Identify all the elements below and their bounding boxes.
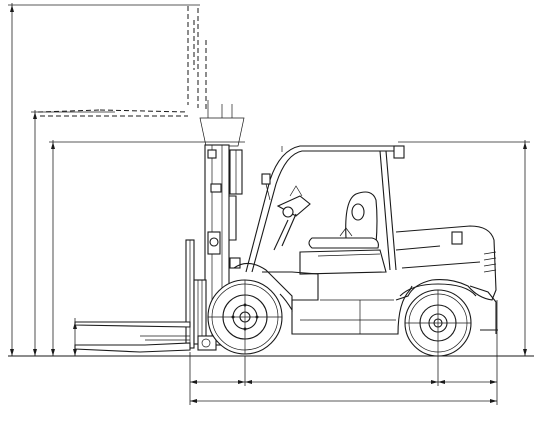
forks [74, 321, 191, 353]
chassis [233, 225, 498, 335]
raised-mast-outline [37, 6, 245, 147]
fork-carriage [185, 239, 217, 351]
overhead-guard [245, 145, 405, 273]
length-dimensions [189, 300, 498, 405]
height-dimensions [8, 3, 245, 356]
rear-wheel [399, 283, 477, 357]
operator-seat [308, 191, 379, 249]
steering-wheel [261, 173, 311, 251]
overhead-guard-height-dimension [398, 140, 530, 356]
front-wheel [207, 279, 283, 355]
